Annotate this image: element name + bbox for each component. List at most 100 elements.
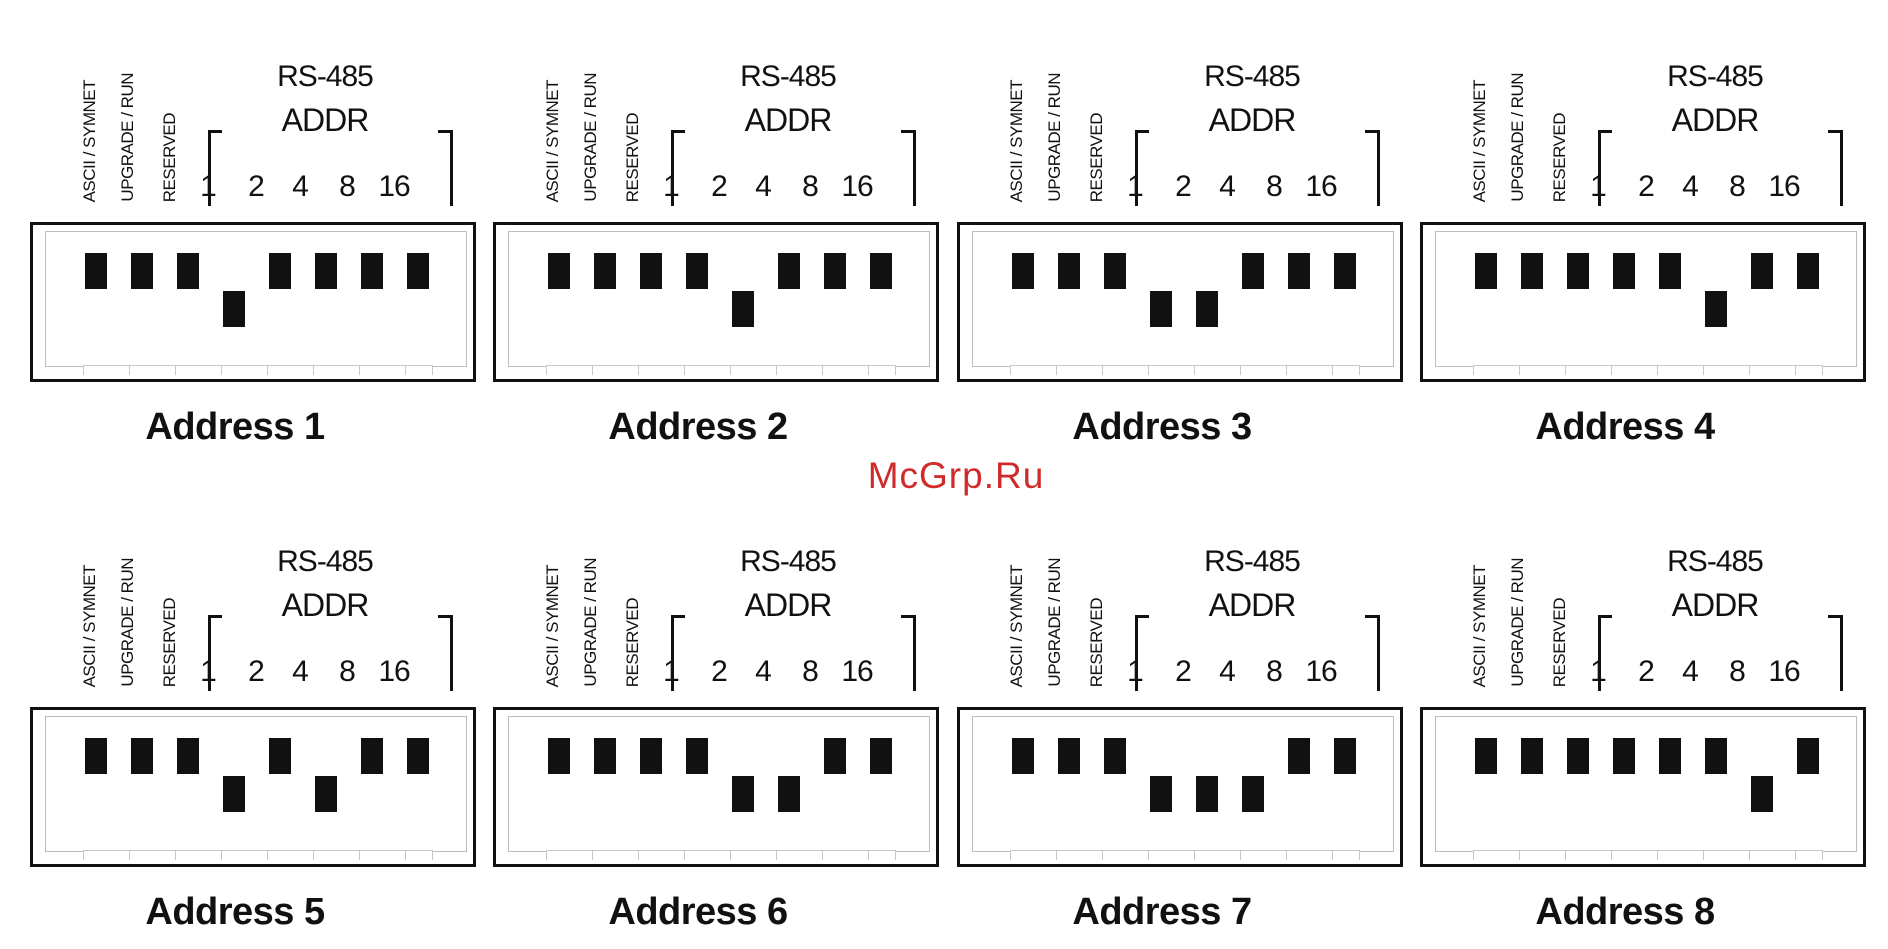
dip-switch-2-up [1521,738,1543,774]
addr-bit-label: 1 [1590,170,1607,203]
dip-switch-3-up [177,738,199,774]
dip-switch-frame [45,716,467,852]
dip-switch-8-up [1797,738,1819,774]
dip-switch-frame [972,231,1394,367]
dip-switch-8-up [870,738,892,774]
addr-bit-label: 8 [1266,655,1283,688]
dip-switch-6-up [315,253,337,289]
addr-bit-label: 16 [841,655,873,688]
dip-switch-frame [508,231,930,367]
dip-switch-4-down [223,291,245,327]
addr-bit-label: 2 [1175,655,1192,688]
ascii-symnet-label: ASCII / SYMNET [1470,564,1489,687]
rs485-label: RS-485 [1204,545,1301,578]
dip-switch-block [30,707,476,867]
reserved-label: RESERVED [1087,112,1106,202]
dip-switch-3-up [640,253,662,289]
switch-rail [83,365,433,375]
address-caption: Address 8 [1535,891,1715,933]
addr-bit-label: 16 [378,655,410,688]
reserved-label: RESERVED [623,112,642,202]
dip-switch-5-up [1659,253,1681,289]
switch-rail [1473,365,1823,375]
ascii-symnet-label: ASCII / SYMNET [543,79,562,202]
dip-switch-3-up [1104,738,1126,774]
addr-bit-label: 2 [1638,655,1655,688]
addr-bit-label: 2 [711,655,728,688]
rs485-label: RS-485 [740,60,837,93]
dip-switch-1-up [1012,253,1034,289]
dip-switch-6-down [315,776,337,812]
addr-bit-label: 2 [1175,170,1192,203]
addr-bit-label: 4 [755,655,772,688]
addr-bit-label: 8 [1729,170,1746,203]
dip-switch-7-up [824,738,846,774]
bracket-gap [222,126,438,134]
switch-rail [83,850,433,860]
addr-bit-label: 8 [1729,655,1746,688]
dip-switch-7-up [1751,253,1773,289]
upgrade-run-label: UPGRADE / RUN [581,558,600,687]
dip-switch-2-up [594,253,616,289]
addr-bit-label: 2 [248,655,265,688]
dip-switch-8-up [1797,253,1819,289]
ascii-symnet-label: ASCII / SYMNET [80,564,99,687]
dip-switch-4-up [1613,738,1635,774]
ascii-symnet-label: ASCII / SYMNET [1470,79,1489,202]
dip-switch-6-up [1705,738,1727,774]
addr-bit-label: 4 [292,170,309,203]
dip-switch-4-down [223,776,245,812]
addr-bit-label: 8 [339,170,356,203]
reserved-label: RESERVED [160,597,179,687]
dip-switch-3-up [177,253,199,289]
dip-switch-frame [972,716,1394,852]
rs485-label: RS-485 [1204,60,1301,93]
dip-switch-block [957,222,1403,382]
reserved-label: RESERVED [623,597,642,687]
addr-bit-label: 16 [1305,170,1337,203]
bracket-gap [685,611,901,619]
address-caption: Address 7 [1072,891,1252,933]
reserved-label: RESERVED [1087,597,1106,687]
dip-switch-5-down [732,776,754,812]
dip-switch-7-up [1288,253,1310,289]
switch-rail [546,850,896,860]
dip-switch-3-up [1567,738,1589,774]
address-caption: Address 4 [1535,406,1715,448]
dip-switch-7-down [1751,776,1773,812]
dip-switch-3-up [1104,253,1126,289]
dip-switch-8-up [407,253,429,289]
addr-bit-label: 1 [663,655,680,688]
dip-switch-1-up [1475,253,1497,289]
dip-switch-1-up [548,738,570,774]
dip-switch-2-up [1521,253,1543,289]
address-caption: Address 2 [608,406,788,448]
rs485-label: RS-485 [1667,60,1764,93]
ascii-symnet-label: ASCII / SYMNET [80,79,99,202]
dip-switch-frame [508,716,930,852]
addr-bit-label: 16 [1768,655,1800,688]
addr-bit-label: 16 [378,170,410,203]
addr-bit-label: 8 [339,655,356,688]
addr-label: ADDR [281,102,370,138]
rs485-label: RS-485 [277,545,374,578]
dip-switch-4-up [1613,253,1635,289]
address-caption: Address 6 [608,891,788,933]
dip-switch-7-up [1288,738,1310,774]
addr-bit-label: 1 [200,655,217,688]
dip-switch-block [957,707,1403,867]
switch-rail [1473,850,1823,860]
ascii-symnet-label: ASCII / SYMNET [543,564,562,687]
bracket-gap [685,126,901,134]
addr-bit-label: 1 [663,170,680,203]
addr-bit-label: 8 [1266,170,1283,203]
dip-switch-frame [1435,231,1857,367]
watermark: McGrp.Ru [867,455,1045,496]
addr-bit-label: 16 [1768,170,1800,203]
dip-switch-5-up [269,738,291,774]
